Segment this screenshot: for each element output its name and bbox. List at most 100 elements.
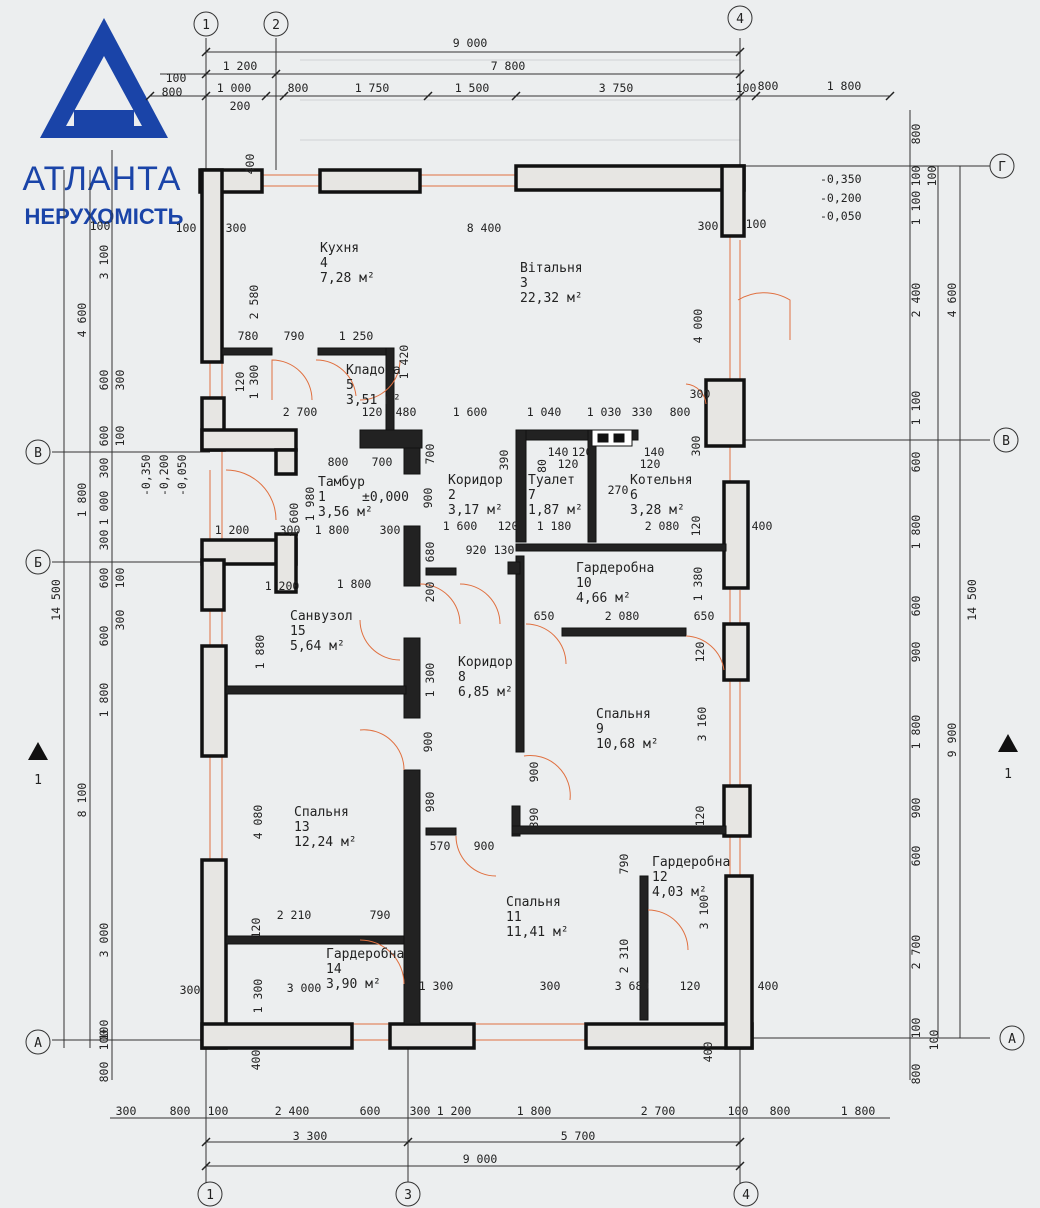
logo-triangle-icon xyxy=(40,18,168,138)
room-wardrobe12-number: 12 xyxy=(652,870,668,885)
dim-right-inner: 600 xyxy=(909,596,923,617)
axis-right-v: В xyxy=(1002,434,1010,449)
interior-dimension: 2 080 xyxy=(645,519,680,533)
dim-top-total: 9 000 xyxy=(453,36,488,50)
dim-top3: 800 xyxy=(162,85,183,99)
dim-right-inner: 900 xyxy=(909,642,923,663)
dim-top3: 100 xyxy=(736,81,757,95)
room-wardrobe10-area: 4,66 м² xyxy=(576,591,631,606)
room-corridor2-number: 2 xyxy=(448,488,456,503)
dim-left-total: 14 500 xyxy=(49,579,63,621)
dim-top3: 3 750 xyxy=(599,81,634,95)
brand-logo: АТЛАНТА НЕРУХОМІСТЬ xyxy=(4,14,200,229)
room-corridor2-area: 3,17 м² xyxy=(448,503,503,518)
room-pantry-number: 5 xyxy=(346,378,354,393)
dim-bottom: 2 700 xyxy=(641,1104,676,1118)
interior-dimension: 2 080 xyxy=(605,609,640,623)
dim-top3: 1 500 xyxy=(455,81,490,95)
interior-dimension: 100 xyxy=(746,217,767,231)
room-wardrobe14-number: 14 xyxy=(326,962,342,977)
dim-left-inner: 100 xyxy=(113,426,127,447)
interior-dimension: 900 xyxy=(474,839,495,853)
interior-dimension: 780 xyxy=(238,329,259,343)
room-wardrobe10-name: Гардеробна xyxy=(576,561,654,576)
dim-bottom: 100 xyxy=(728,1104,749,1118)
interior-dimension: 4 080 xyxy=(251,805,265,840)
interior-dimension: 800 xyxy=(328,455,349,469)
interior-dimension: 650 xyxy=(534,609,555,623)
room-corridor2-name: Коридор xyxy=(448,473,503,488)
room-pantry-name: Кладова xyxy=(346,363,401,378)
level-rot-3: -0,050 xyxy=(175,454,189,496)
room-wardrobe10-number: 10 xyxy=(576,576,592,591)
dim-right-mid: 9 900 xyxy=(945,723,959,758)
room-boiler-area: 3,28 м² xyxy=(630,503,685,518)
dim-left-inner: 600 xyxy=(97,426,111,447)
interior-dimension: 1 800 xyxy=(337,577,372,591)
room-wardrobe12-name: Гардеробна xyxy=(652,855,730,870)
interior-dimension: 1 980 xyxy=(303,487,317,522)
dim-top2-a: 1 200 xyxy=(223,59,258,73)
interior-dimension: 270 xyxy=(608,483,629,497)
dim-left-inner: 600 xyxy=(97,568,111,589)
interior-dimension: 390 xyxy=(527,808,541,829)
interior-dimension: 1 600 xyxy=(453,405,488,419)
interior-dimension: 200 xyxy=(423,582,437,603)
interior-dimension: 980 xyxy=(423,792,437,813)
axis-bottom-3: 3 xyxy=(404,1188,412,1203)
interior-dimension: 790 xyxy=(617,854,631,875)
room-corridor8-area: 6,85 м² xyxy=(458,685,513,700)
room-vestibule-number: 1 xyxy=(318,490,326,505)
dim-top3: 800 xyxy=(758,79,779,93)
interior-dimension: 1 600 xyxy=(287,503,301,538)
dim-top3: 200 xyxy=(230,99,251,113)
dim-left-inner: 300 xyxy=(97,458,111,479)
axis-top-1: 1 xyxy=(202,18,210,33)
interior-dimension: 650 xyxy=(694,609,715,623)
dim-left-inner: 3 000 xyxy=(97,923,111,958)
dim-right-inner: 2 400 xyxy=(909,283,923,318)
room-wardrobe12-area: 4,03 м² xyxy=(652,885,707,900)
interior-dimension: 1 250 xyxy=(339,329,374,343)
room-toilet-number: 7 xyxy=(528,488,536,503)
room-bed11-name: Спальня xyxy=(506,895,561,910)
room-bed9-number: 9 xyxy=(596,722,604,737)
interior-dimension: 3 680 xyxy=(615,979,650,993)
dim-right-mid: 4 600 xyxy=(945,283,959,318)
dim-bottom: 100 xyxy=(208,1104,229,1118)
dim-top2-b: 7 800 xyxy=(491,59,526,73)
dim-bottom: 800 xyxy=(170,1104,191,1118)
interior-dimension: 790 xyxy=(284,329,305,343)
dim-bottom: 2 400 xyxy=(275,1104,310,1118)
interior-dimension: 400 xyxy=(758,979,779,993)
interior-dimension: 140 xyxy=(644,445,665,459)
dim-right-inner: 100 xyxy=(909,166,923,187)
level-2: -0,200 xyxy=(820,191,862,205)
dim-left-inner: 300 xyxy=(113,610,127,631)
level-rot-1: -0,350 xyxy=(139,454,153,496)
interior-dimension: 120 xyxy=(640,457,661,471)
interior-dimension: 120 xyxy=(680,979,701,993)
interior-dimension: 100 xyxy=(927,1030,941,1051)
interior-dimension: 300 xyxy=(380,523,401,537)
interior-dimension: 1 600 xyxy=(443,519,478,533)
room-bed9-area: 10,68 м² xyxy=(596,737,659,752)
axis-bottom-4: 4 xyxy=(742,1188,750,1203)
level-3: -0,050 xyxy=(820,209,862,223)
dim-left-mid: 8 100 xyxy=(75,783,89,818)
interior-dimension: 1 380 xyxy=(691,567,705,602)
interior-dimension: 300 xyxy=(540,979,561,993)
room-boiler-number: 6 xyxy=(630,488,638,503)
interior-dimension: 120 xyxy=(362,405,383,419)
interior-dimension: 1 880 xyxy=(253,635,267,670)
interior-dimension: 100 xyxy=(90,219,111,233)
axis-left-v: В xyxy=(34,446,42,461)
interior-dimension: 300 xyxy=(226,221,247,235)
room-kitchen-number: 4 xyxy=(320,256,328,271)
interior-dimension: 3 160 xyxy=(695,707,709,742)
dim-left-inner: 3 100 xyxy=(97,245,111,280)
interior-dimension: 400 xyxy=(243,154,257,175)
interior-dimension: 300 xyxy=(698,219,719,233)
interior-dimension: 700 xyxy=(423,444,437,465)
